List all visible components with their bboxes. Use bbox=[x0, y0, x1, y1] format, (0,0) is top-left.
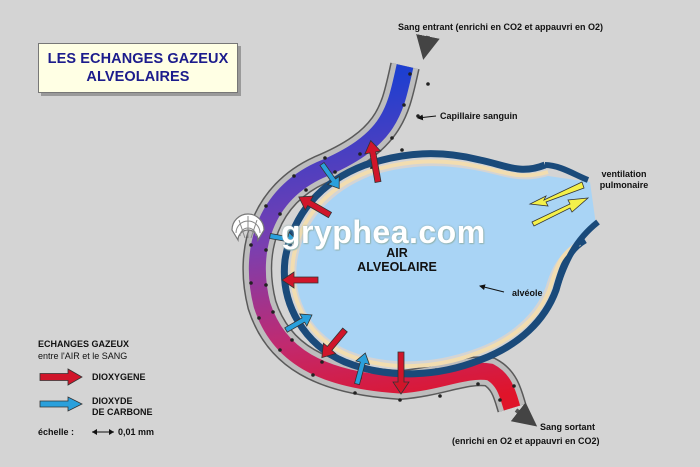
alveolus-wall bbox=[280, 150, 587, 378]
label-air-line-2: ALVEOLAIRE bbox=[357, 260, 437, 274]
legend-co2-label-2: DE CARBONE bbox=[92, 407, 153, 417]
oxygen-arrow-4 bbox=[321, 327, 348, 359]
oxygen-arrow-2 bbox=[298, 195, 333, 219]
oxygen-arrows bbox=[281, 139, 410, 395]
legend-heading-1: ECHANGES GAZEUX bbox=[38, 339, 130, 349]
alveolus-pointer bbox=[479, 284, 505, 293]
legend-oxygen-arrow bbox=[39, 368, 83, 386]
legend-co2-label-1: DIOXYDE bbox=[92, 396, 133, 406]
title-line-2: ALVEOLAIRES bbox=[86, 69, 190, 85]
alveolus-air-space bbox=[296, 166, 596, 362]
legend-scale-arrow bbox=[92, 429, 114, 435]
airway-edge-top bbox=[544, 162, 590, 183]
legend-co2-arrow bbox=[39, 396, 83, 412]
label-alveolus: alvéole bbox=[512, 288, 543, 298]
title-line-1: LES ECHANGES GAZEUX bbox=[47, 51, 229, 67]
co2-arrow-4 bbox=[354, 352, 371, 386]
alveolus-lining bbox=[290, 159, 581, 369]
title-box: LES ECHANGES GAZEUX ALVEOLAIRES bbox=[38, 43, 238, 93]
capillary-pointer bbox=[417, 114, 437, 121]
label-blood-out-line-1: Sang sortant bbox=[540, 422, 596, 432]
legend-heading-2: entre l'AIR et le SANG bbox=[38, 351, 128, 361]
co2-arrow-3 bbox=[284, 313, 313, 333]
ventilation-arrows bbox=[528, 181, 590, 227]
label-ventilation: ventilation pulmonaire bbox=[584, 169, 664, 191]
capillary-blood bbox=[248, 64, 521, 411]
label-ventilation-line-1: ventilation bbox=[601, 169, 647, 179]
label-air-line-1: AIR bbox=[386, 246, 408, 260]
co2-arrow-2 bbox=[269, 231, 299, 247]
label-blood-in: Sang entrant (enrichi en CO2 et appauvri… bbox=[398, 22, 604, 32]
oxygen-arrow-3 bbox=[281, 271, 319, 289]
oxygen-arrow-1 bbox=[364, 139, 382, 183]
label-alveolar-air: AIR ALVEOLAIRE bbox=[352, 246, 442, 274]
watermark-shell-icon bbox=[231, 213, 265, 243]
watermark-text: gryphea.com bbox=[281, 214, 486, 250]
blood-out-arrow bbox=[510, 402, 538, 427]
blood-in-arrow bbox=[416, 34, 440, 60]
label-capillary: Capillaire sanguin bbox=[440, 111, 518, 121]
legend-scale-label: échelle : bbox=[38, 427, 75, 437]
co2-arrows bbox=[269, 162, 371, 386]
airway-edge-bottom bbox=[553, 219, 600, 291]
label-blood-out-line-2: (enrichi en O2 et appauvri en CO2) bbox=[452, 436, 600, 446]
capillary-cell-dots bbox=[249, 72, 516, 402]
legend-oxygen-label: DIOXYGENE bbox=[92, 372, 146, 382]
label-ventilation-line-2: pulmonaire bbox=[599, 180, 649, 190]
legend-scale-value: 0,01 mm bbox=[118, 427, 155, 437]
co2-arrow-1 bbox=[319, 162, 340, 190]
oxygen-arrow-5 bbox=[392, 351, 410, 395]
